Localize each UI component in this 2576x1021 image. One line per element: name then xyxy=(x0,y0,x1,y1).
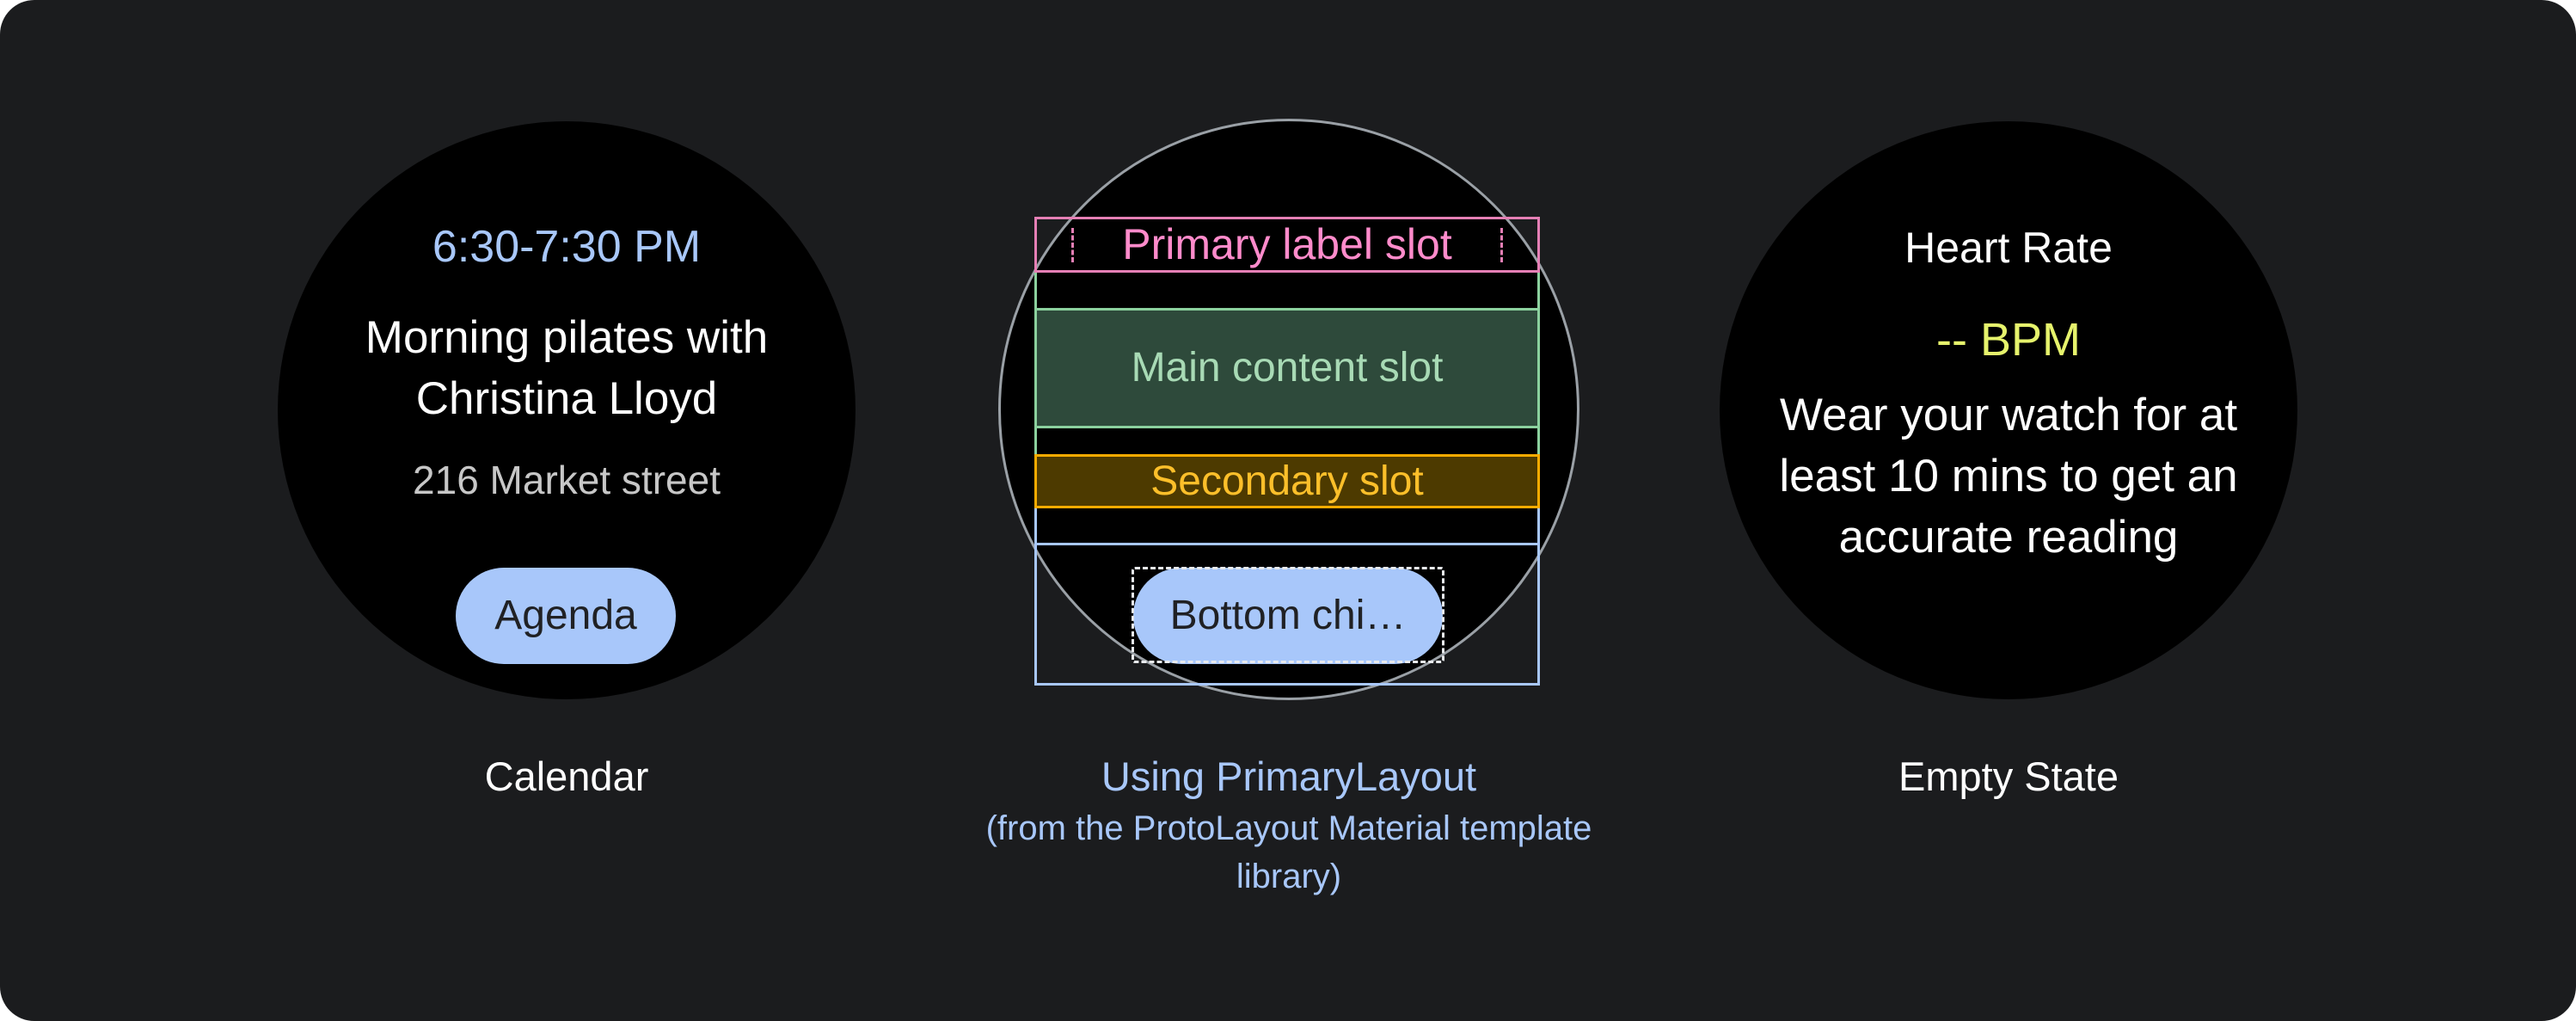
calendar-watch-face: 6:30-7:30 PM Morning pilates with Christ… xyxy=(278,121,856,699)
layout-caption-sub: (from the ProtoLayout Material template … xyxy=(985,809,1592,895)
bottom-chip-guide xyxy=(1132,567,1444,663)
primary-slot-right-guide xyxy=(1500,228,1503,262)
main-content-slot: Main content slot xyxy=(1034,308,1540,428)
bottom-chip-button[interactable]: Bottom chi… xyxy=(1133,568,1443,664)
heart-rate-title: Heart Rate xyxy=(1904,224,2113,272)
agenda-chip-button[interactable]: Agenda xyxy=(456,568,676,664)
secondary-slot: Secondary slot xyxy=(1034,454,1540,508)
event-title: Morning pilates with Christina Lloyd xyxy=(365,312,769,424)
bottom-slot xyxy=(1034,543,1540,686)
calendar-caption: Calendar xyxy=(484,753,649,799)
empty-state-watch-face: Heart Rate -- BPM Wear your watch for at… xyxy=(1720,121,2297,699)
spacer-1 xyxy=(1034,273,1540,310)
primary-label-slot: Primary label slot xyxy=(1034,217,1540,273)
event-time: 6:30-7:30 PM xyxy=(432,222,702,272)
layout-caption: Using PrimaryLayout xyxy=(1101,753,1477,799)
primary-label-slot-text: Primary label slot xyxy=(1122,220,1452,268)
primary-slot-left-guide xyxy=(1071,228,1074,262)
bpm-value: -- BPM xyxy=(1936,314,2081,366)
spacer-3 xyxy=(1034,508,1540,544)
empty-state-caption: Empty State xyxy=(1898,753,2119,799)
event-location: 216 Market street xyxy=(413,458,721,502)
empty-state-message: Wear your watch for at least 10 mins to … xyxy=(1779,390,2238,563)
spacer-2 xyxy=(1034,428,1540,454)
